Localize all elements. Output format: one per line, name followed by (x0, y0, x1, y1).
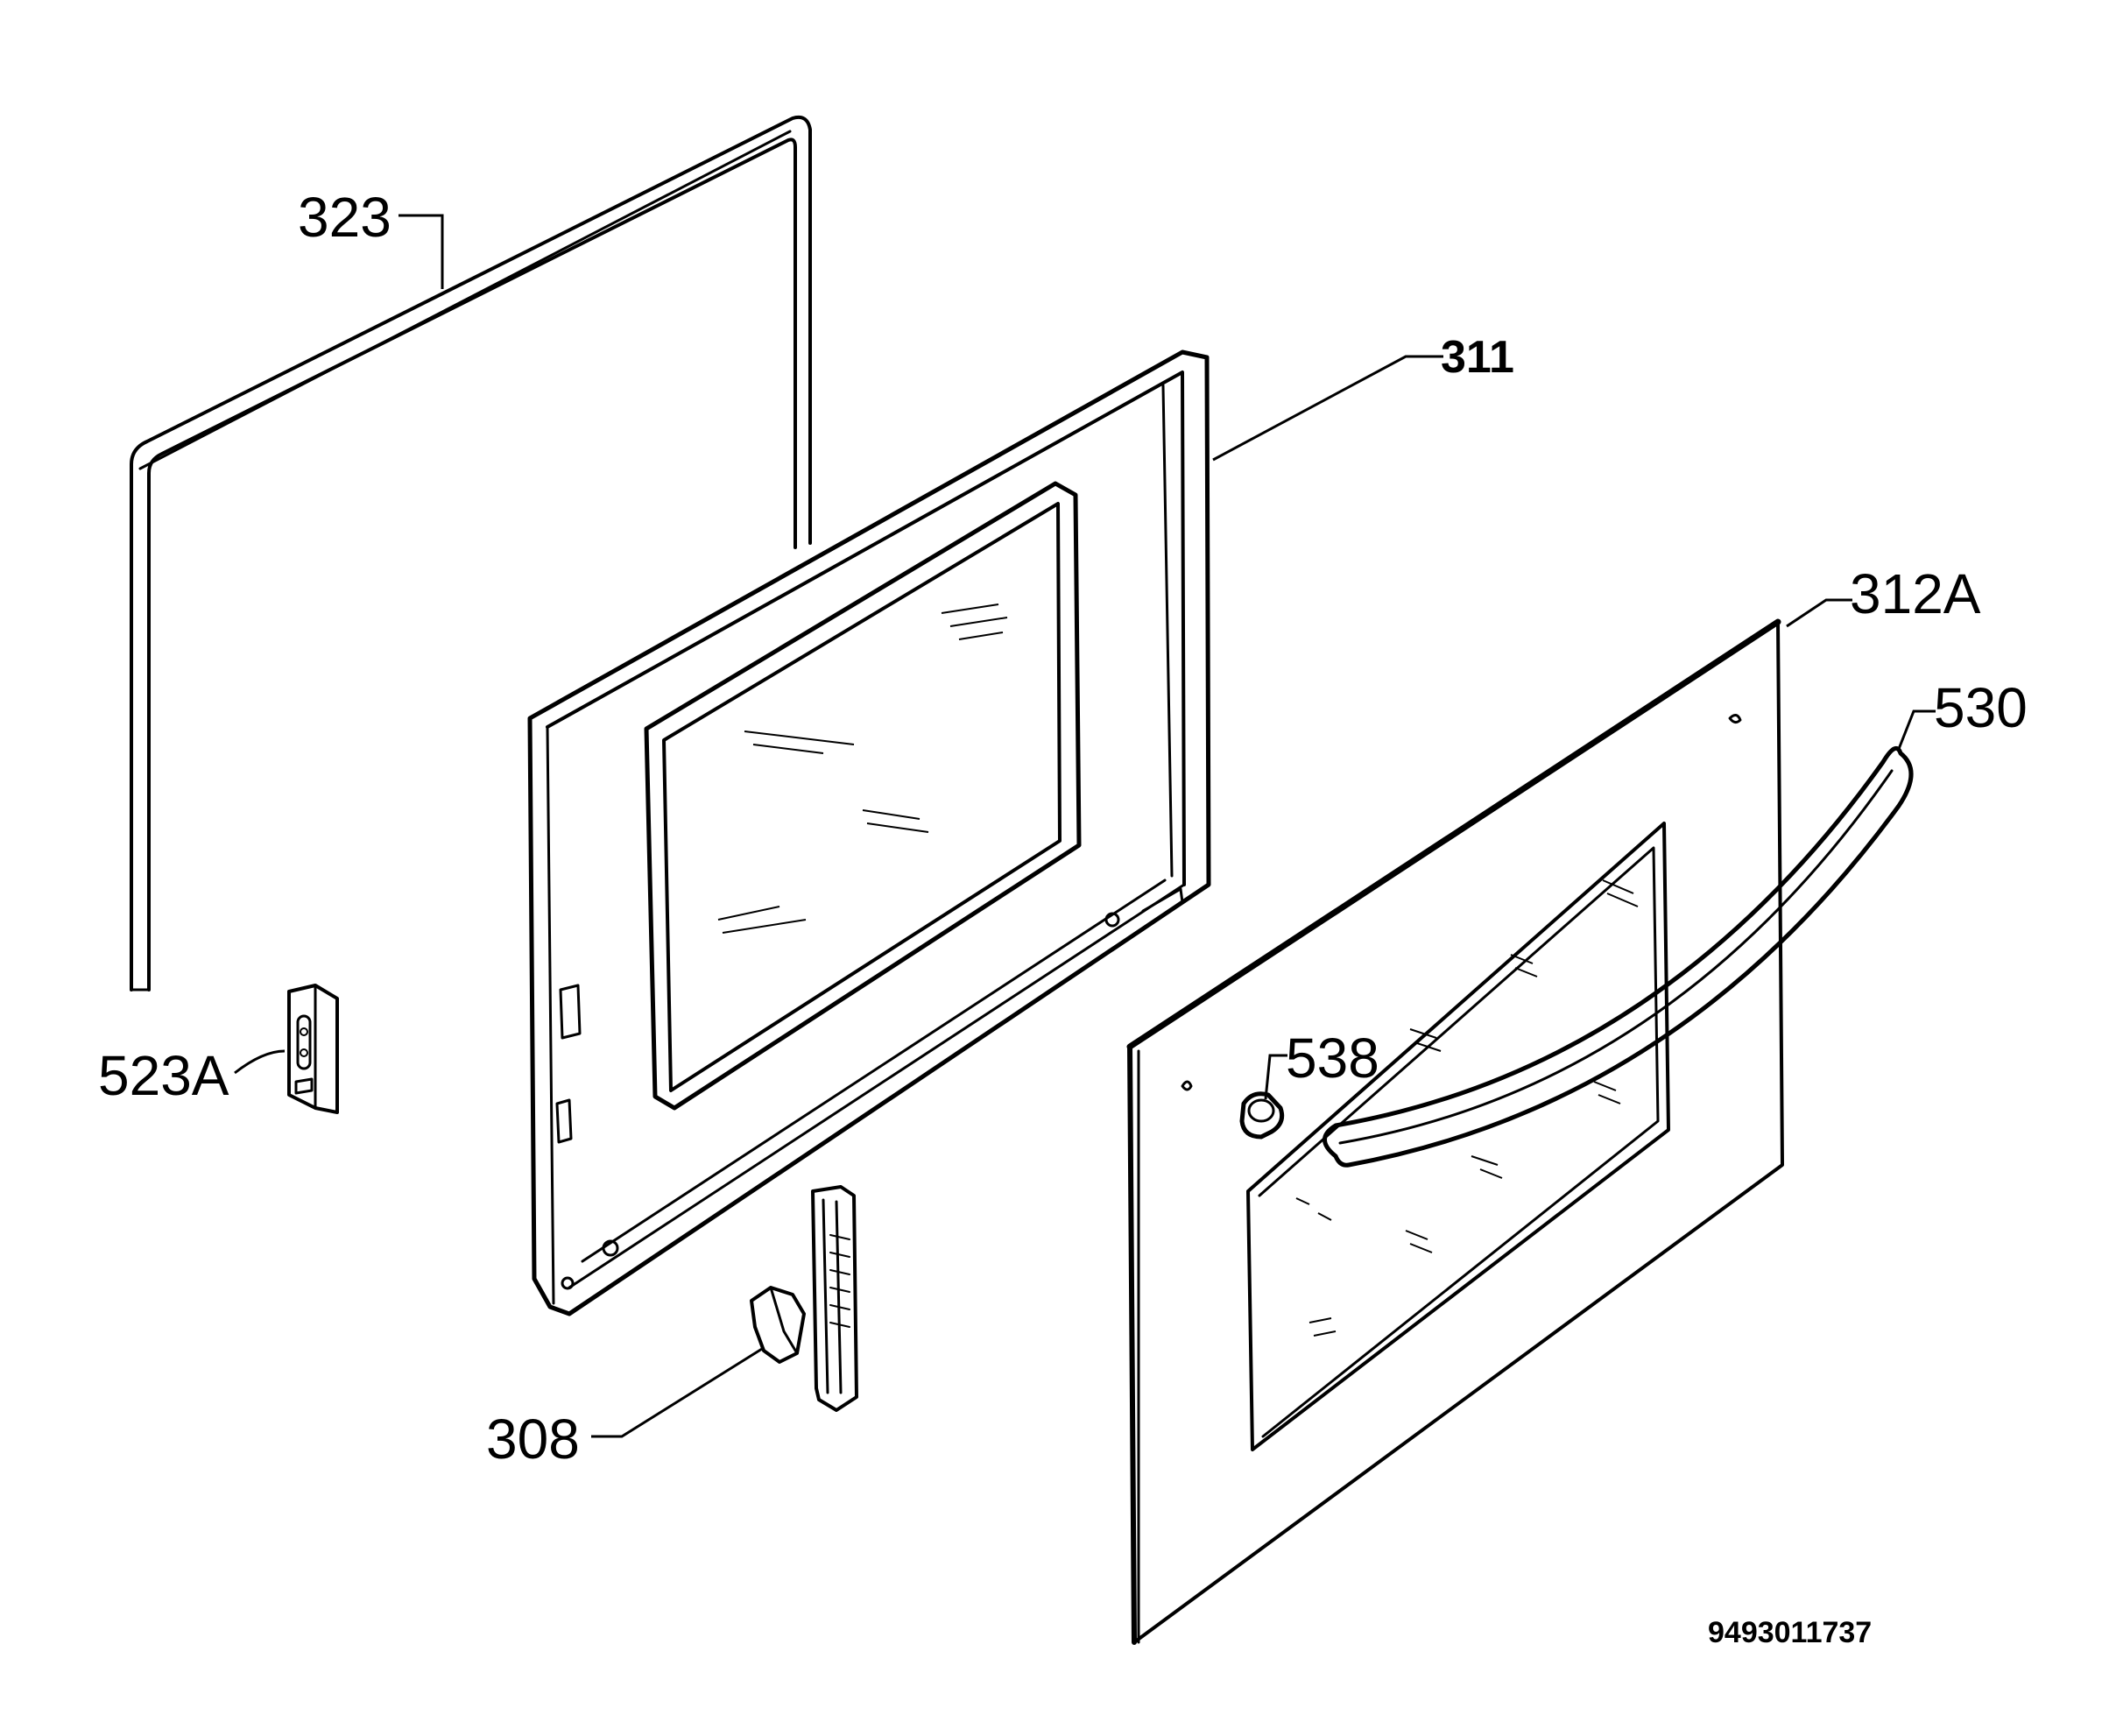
leader-311 (1212, 355, 1443, 462)
leader-530 (1897, 709, 1936, 750)
leader-308 (591, 1347, 763, 1438)
leader-538 (1264, 1054, 1287, 1100)
leader-312A (1786, 598, 1852, 628)
handle-end-cap-part (1239, 1091, 1285, 1140)
label-538: 538 (1286, 1027, 1379, 1090)
inner-door-frame-part (527, 349, 1211, 1316)
label-312A: 312A (1850, 562, 1981, 625)
door-seal-gasket-part (130, 115, 812, 991)
label-530: 530 (1934, 676, 2028, 739)
diagram-reference-number: 9493011737 (1708, 1616, 1872, 1649)
leader-523A (234, 1049, 286, 1075)
label-308: 308 (486, 1408, 580, 1471)
leader-323 (399, 214, 444, 289)
label-311: 311 (1441, 332, 1514, 383)
door-catch-part (287, 984, 339, 1114)
label-323: 323 (298, 186, 391, 249)
door-handle-part (1323, 745, 1914, 1168)
door-hinge-part (750, 1185, 858, 1412)
outer-door-glass-panel-part (1126, 618, 1784, 1645)
label-523A: 523A (98, 1044, 229, 1107)
